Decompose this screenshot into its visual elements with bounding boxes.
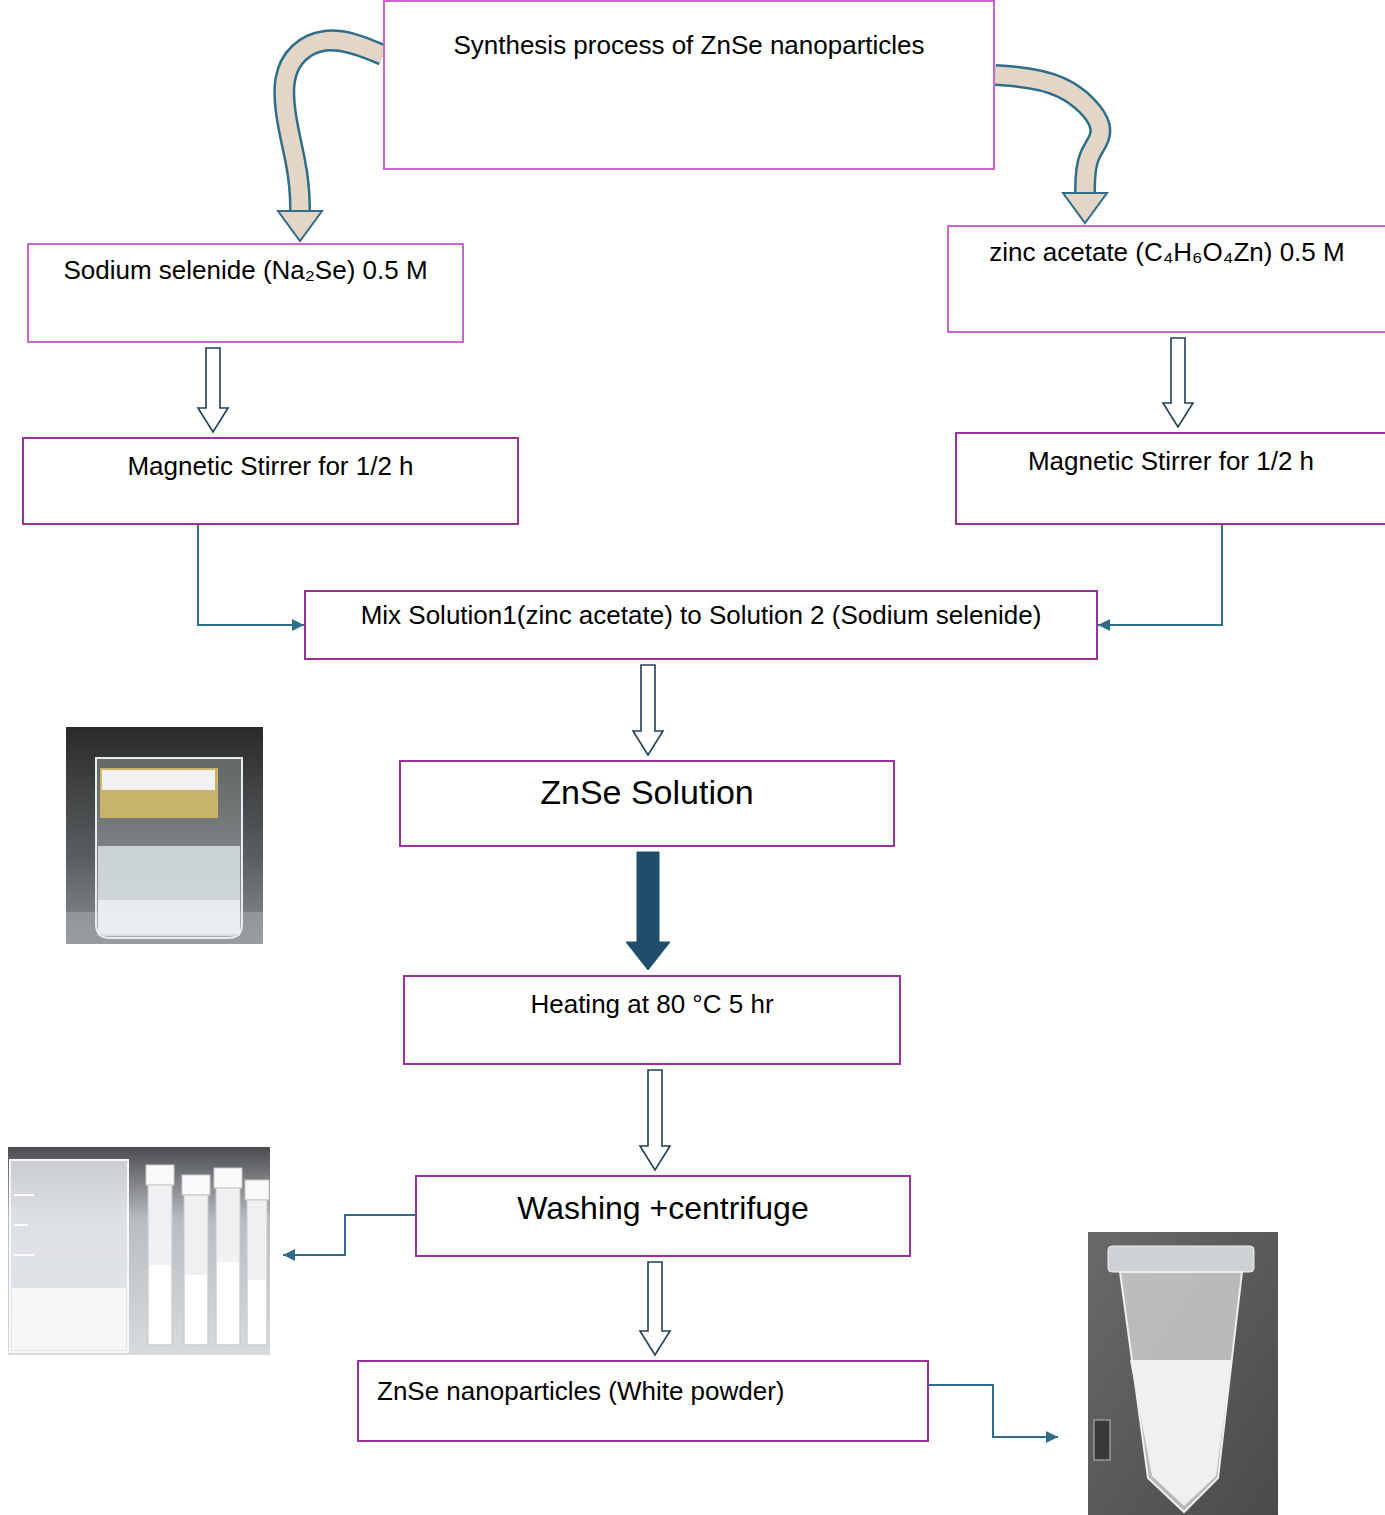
process-box: ZnSe Solution [399,760,895,847]
flow-arrow [626,852,670,970]
graduation-mark [14,1224,28,1226]
process-box: zinc acetate (C₄H₆O₄Zn) 0.5 M [947,225,1385,333]
tube [1120,1272,1242,1512]
beaker-label [100,768,218,818]
curved-arrow-body [284,40,383,215]
block-arrow [633,665,663,755]
photo-ground [1088,1232,1278,1515]
tube [148,1185,172,1345]
box-label: ZnSe nanoparticles (White powder) [377,1376,915,1407]
process-box: Magnetic Stirrer for 1/2 h [955,432,1385,525]
box-label: Magnetic Stirrer for 1/2 h [969,446,1373,477]
curved-arrow-outline [284,40,383,215]
process-box: Synthesis process of ZnSe nanoparticles [383,0,995,170]
graduation-mark [14,1254,34,1256]
process-box: Sodium selenide (Na₂Se) 0.5 M [27,243,464,343]
tube [184,1195,208,1345]
process-box: Washing +centrifuge [415,1175,911,1257]
flow-arrow [1163,338,1193,427]
box-label: Mix Solution1(zinc acetate) to Solution … [318,600,1084,631]
process-box: Mix Solution1(zinc acetate) to Solution … [304,590,1098,660]
beaker-sediment [98,900,240,934]
block-arrow [1163,338,1193,427]
flow-arrow [640,1262,670,1355]
centrifuge-tubes [146,1165,269,1345]
centrifuge-photo [8,1147,270,1355]
flow-arrow [995,75,1107,223]
tube-content [217,1262,239,1344]
connector-line [198,525,304,625]
box-label: zinc acetate (C₄H₆O₄Zn) 0.5 M [961,237,1373,268]
block-arrow [626,852,670,970]
tube-cap [146,1165,174,1185]
connector-line [1098,525,1222,625]
box-label: ZnSe Solution [413,772,881,813]
flow-arrow [278,40,383,241]
photo-ground [66,727,263,944]
powder-photo [1088,1232,1278,1515]
beaker-label-strip [102,770,215,790]
tube-cap [1108,1246,1254,1272]
tube-cap [182,1175,210,1195]
flow-arrow [1098,525,1222,625]
flow-arrow [198,525,304,625]
tube-cap [214,1168,242,1188]
box-label: Heating at 80 °C 5 hr [417,989,887,1020]
tube-content [185,1275,207,1344]
photo-ground [8,1147,270,1355]
tube-content [149,1265,171,1344]
box-label: Washing +centrifuge [429,1189,897,1227]
flow-arrow [633,665,663,755]
beaker-glass [96,758,242,938]
tube-content [248,1280,266,1344]
curved-arrow-outline [995,75,1100,197]
box-label: Synthesis process of ZnSe nanoparticles [397,30,981,61]
curved-arrow-body [995,75,1100,197]
tube [216,1188,240,1345]
box-label: Sodium selenide (Na₂Se) 0.5 M [41,255,450,286]
leader-arrow [929,1385,1058,1437]
process-box: Magnetic Stirrer for 1/2 h [22,437,519,525]
process-box: ZnSe nanoparticles (White powder) [357,1360,929,1442]
beaker-liquid [98,846,240,936]
box-label: Magnetic Stirrer for 1/2 h [36,451,505,482]
tube [247,1200,267,1345]
beaker-glass [10,1160,128,1352]
flow-arrow [198,348,228,432]
white-powder [1130,1360,1232,1506]
block-arrow [198,348,228,432]
flow-arrow [640,1070,670,1170]
leader-arrow [283,1215,415,1255]
tube-cap [245,1180,269,1200]
beaker-photo [66,727,263,944]
block-arrow [640,1070,670,1170]
graduation-mark [14,1194,34,1196]
curved-arrow-head [1063,193,1107,223]
process-box: Heating at 80 °C 5 hr [403,975,901,1065]
white-powder [12,1288,126,1350]
tube-tag [1094,1420,1110,1460]
curved-arrow-head [278,211,322,241]
block-arrow [640,1262,670,1355]
